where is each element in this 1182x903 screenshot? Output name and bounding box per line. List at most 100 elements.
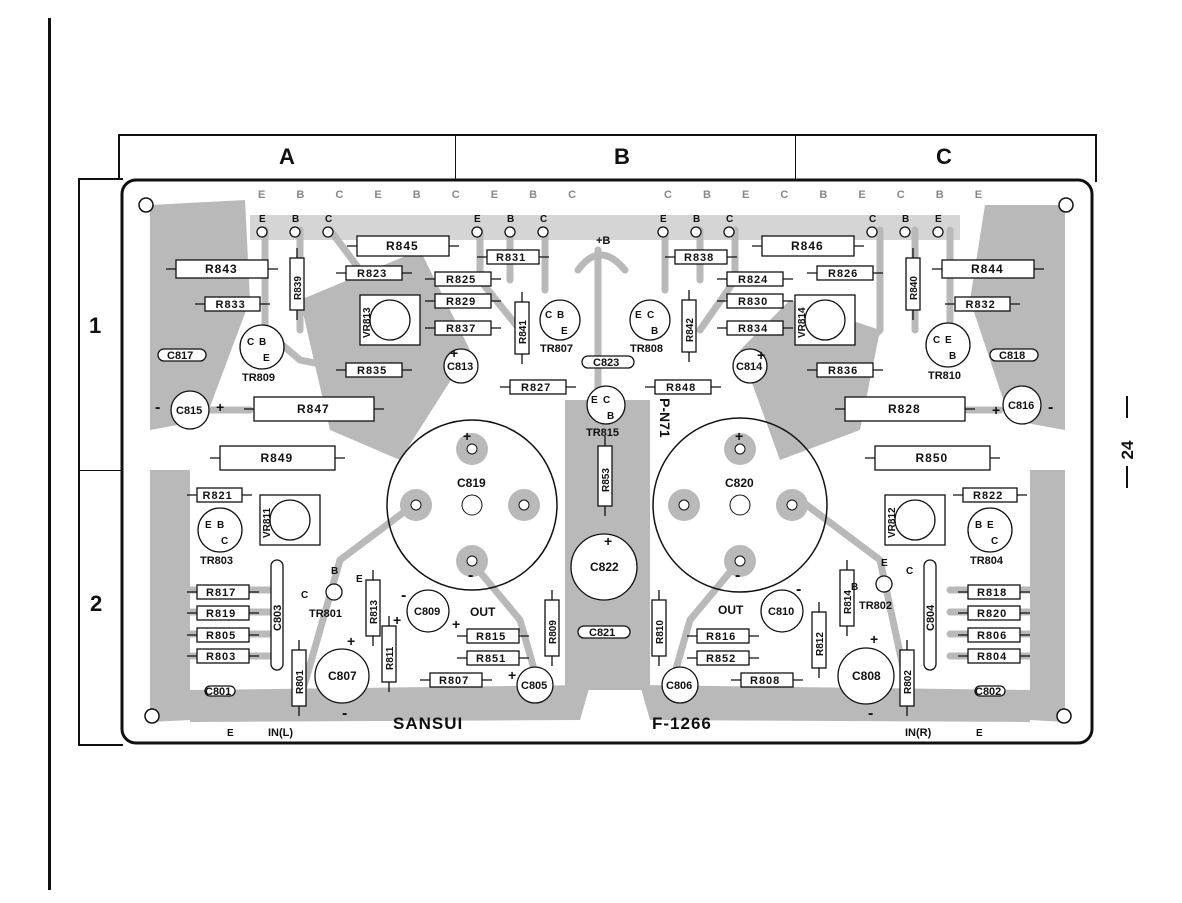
resistor-label: R804 <box>977 651 1007 663</box>
resistor-body <box>681 299 697 353</box>
transistor-body <box>325 583 343 601</box>
resistor-body <box>544 599 560 657</box>
grid-left-line <box>78 178 80 744</box>
transistor-body <box>925 322 971 368</box>
capacitor-label: C806 <box>666 680 692 692</box>
output-label-right: OUT <box>718 603 744 617</box>
resistor-r839: R839 <box>289 248 305 320</box>
resistor-r804: R804 <box>958 648 1030 664</box>
resistor-body <box>196 627 250 643</box>
grid-top-line <box>118 134 1096 136</box>
trimmer-knob <box>804 299 846 341</box>
copper-left-bottom <box>150 470 190 722</box>
solder-pad <box>471 226 483 238</box>
resistor-body <box>196 605 250 621</box>
mirror-pin-row-right: C B E C B E C B E <box>664 189 996 201</box>
capacitor-label: C816 <box>1008 400 1034 412</box>
capacitor-c814: C814 <box>732 348 768 384</box>
resistor-body <box>874 445 991 471</box>
transistor-pin-label: C <box>991 536 998 547</box>
trimmer-vr813: VR813 <box>359 294 421 346</box>
resistor-label: R842 <box>685 318 696 342</box>
minus-sign: - <box>155 399 160 416</box>
resistor-r823: R823 <box>336 265 412 281</box>
resistor-r811: R811 <box>381 616 397 692</box>
capacitor-body <box>923 559 937 671</box>
resistor-r841: R841 <box>514 292 530 364</box>
transistor-pin-label: B <box>259 337 266 348</box>
capacitor-label: C819 <box>457 476 486 490</box>
transistor-pin-label: B <box>217 520 224 531</box>
grid-divider-12 <box>78 470 123 471</box>
resistor-label: R813 <box>369 600 380 624</box>
resistor-label: R807 <box>439 675 469 687</box>
resistor-r831: R831 <box>477 249 549 265</box>
resistor-r816: R816 <box>687 628 759 644</box>
capacitor-label: C822 <box>590 560 619 574</box>
terminal-hole <box>518 499 530 511</box>
resistor-body <box>696 650 750 666</box>
transistor-body <box>539 299 581 341</box>
resistor-body <box>509 379 567 395</box>
resistor-r822: R822 <box>953 487 1027 503</box>
transistor-body <box>875 575 893 593</box>
transistor-pin-label: E <box>591 395 598 406</box>
solder-pad <box>899 226 911 238</box>
resistor-label: R839 <box>293 276 304 300</box>
resistor-body <box>466 650 520 666</box>
resistor-label: R817 <box>206 587 236 599</box>
resistor-label: R818 <box>977 587 1007 599</box>
resistor-label: R803 <box>206 651 236 663</box>
ground-label-left: E <box>227 728 234 739</box>
resistor-body <box>289 257 305 311</box>
resistor-label: R815 <box>476 631 506 643</box>
resistor-label: R827 <box>521 382 551 394</box>
capacitor-c820: C820 <box>652 417 828 593</box>
capacitor-body <box>157 348 207 362</box>
ground-label-right: E <box>976 728 983 739</box>
plus-sign: + <box>992 402 1000 418</box>
resistor-body <box>962 487 1018 503</box>
resistor-body <box>196 487 243 503</box>
resistor-label: R843 <box>205 262 238 276</box>
page-number-dash-bottom <box>1126 466 1128 488</box>
resistor-label: R848 <box>666 382 696 394</box>
capacitor-body <box>386 419 558 591</box>
transistor-pin-label: C <box>545 310 552 321</box>
resistor-label: R835 <box>357 365 387 377</box>
resistor-r821: R821 <box>187 487 252 503</box>
capacitor-body <box>270 559 284 671</box>
transistor-pin-label: E <box>561 326 568 337</box>
grid-header-line <box>78 178 123 180</box>
resistor-label: R826 <box>828 268 858 280</box>
resistor-r801: R801 <box>291 640 307 716</box>
terminal-hole <box>734 555 746 567</box>
solder-pad <box>690 226 702 238</box>
resistor-label: R836 <box>828 365 858 377</box>
capacitor-label: C808 <box>852 669 881 683</box>
plus-sign: + <box>450 345 458 361</box>
capacitor-body <box>760 589 804 633</box>
resistor-r829: R829 <box>425 293 501 309</box>
pin-label: E <box>259 214 266 225</box>
capacitor-c821: C821 <box>577 625 631 639</box>
resistor-label: R811 <box>385 646 396 670</box>
plus-sign: + <box>393 612 401 628</box>
capacitor-body <box>406 589 450 633</box>
resistor-label: R852 <box>706 653 736 665</box>
left-margin-bar <box>48 18 51 890</box>
resistor-r836: R836 <box>807 362 883 378</box>
resistor-body <box>434 271 492 287</box>
mounting-hole-bottom-right <box>1056 708 1072 724</box>
capacitor-label: C821 <box>589 627 615 639</box>
capacitor-c801: C801 <box>204 685 236 698</box>
pin-label: E <box>474 214 481 225</box>
solder-pad <box>322 226 334 238</box>
transistor-label: TR808 <box>630 343 663 355</box>
transistor-label: TR810 <box>928 370 961 382</box>
